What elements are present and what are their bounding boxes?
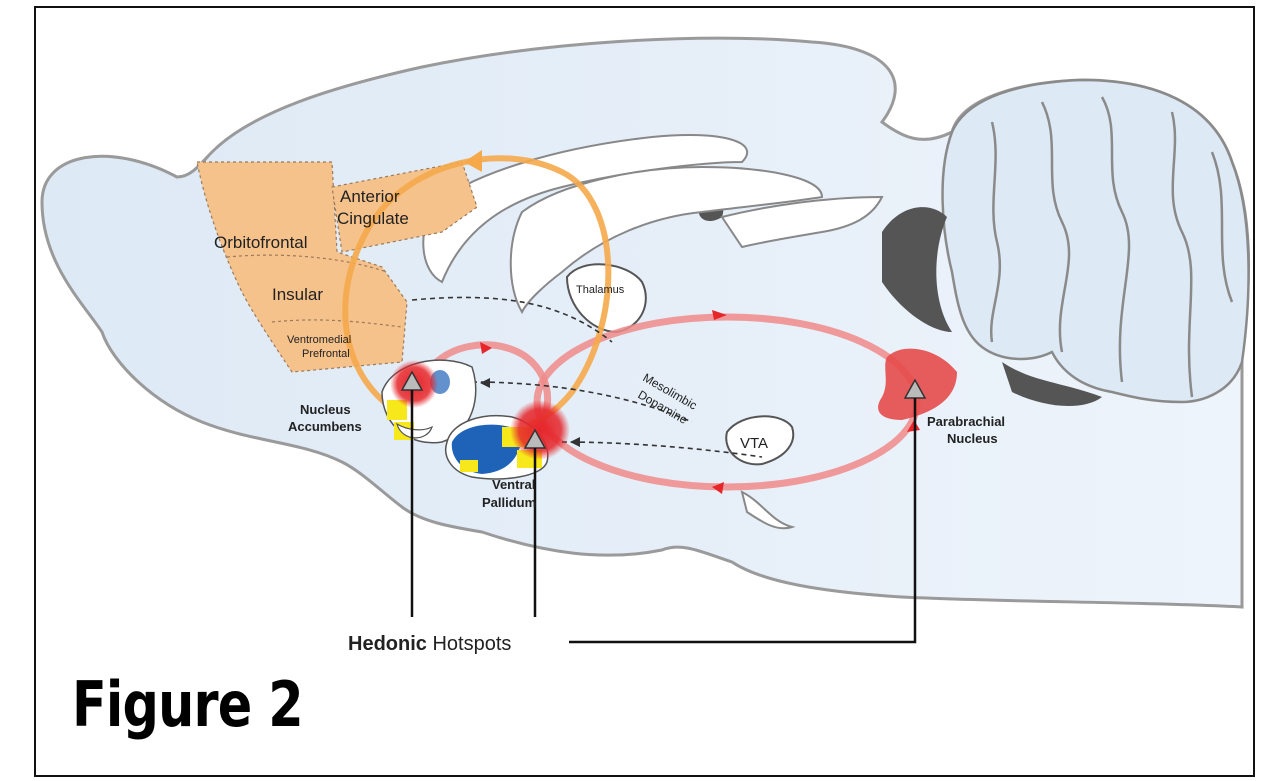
label-hedonic-hotspots: Hedonic Hotspots — [348, 633, 511, 655]
label-nucleus-accumbens-2: Accumbens — [288, 419, 362, 434]
label-parabrachial-1: Parabrachial — [927, 414, 1005, 429]
label-ventromedial-2: Prefrontal — [302, 348, 350, 360]
label-anterior-cingulate-2: Cingulate — [337, 209, 409, 228]
label-nucleus-accumbens-1: Nucleus — [300, 402, 351, 417]
brain-diagram: Anterior Cingulate Orbitofrontal Insular… — [36, 8, 1255, 777]
figure-caption: Figure 2 — [72, 668, 303, 741]
label-thalamus: Thalamus — [576, 284, 625, 296]
label-anterior-cingulate-1: Anterior — [340, 187, 400, 206]
label-ventral-pallidum-2: Pallidum — [482, 495, 536, 510]
label-parabrachial-2: Nucleus — [947, 431, 998, 446]
label-orbitofrontal: Orbitofrontal — [214, 233, 308, 252]
label-ventromedial-1: Ventromedial — [287, 334, 351, 346]
ventral-pallidum-hotspot — [510, 400, 570, 460]
label-ventral-pallidum-1: Ventral — [492, 477, 535, 492]
label-insular: Insular — [272, 285, 323, 304]
label-vta: VTA — [740, 435, 768, 452]
figure-frame: Anterior Cingulate Orbitofrontal Insular… — [34, 6, 1255, 777]
